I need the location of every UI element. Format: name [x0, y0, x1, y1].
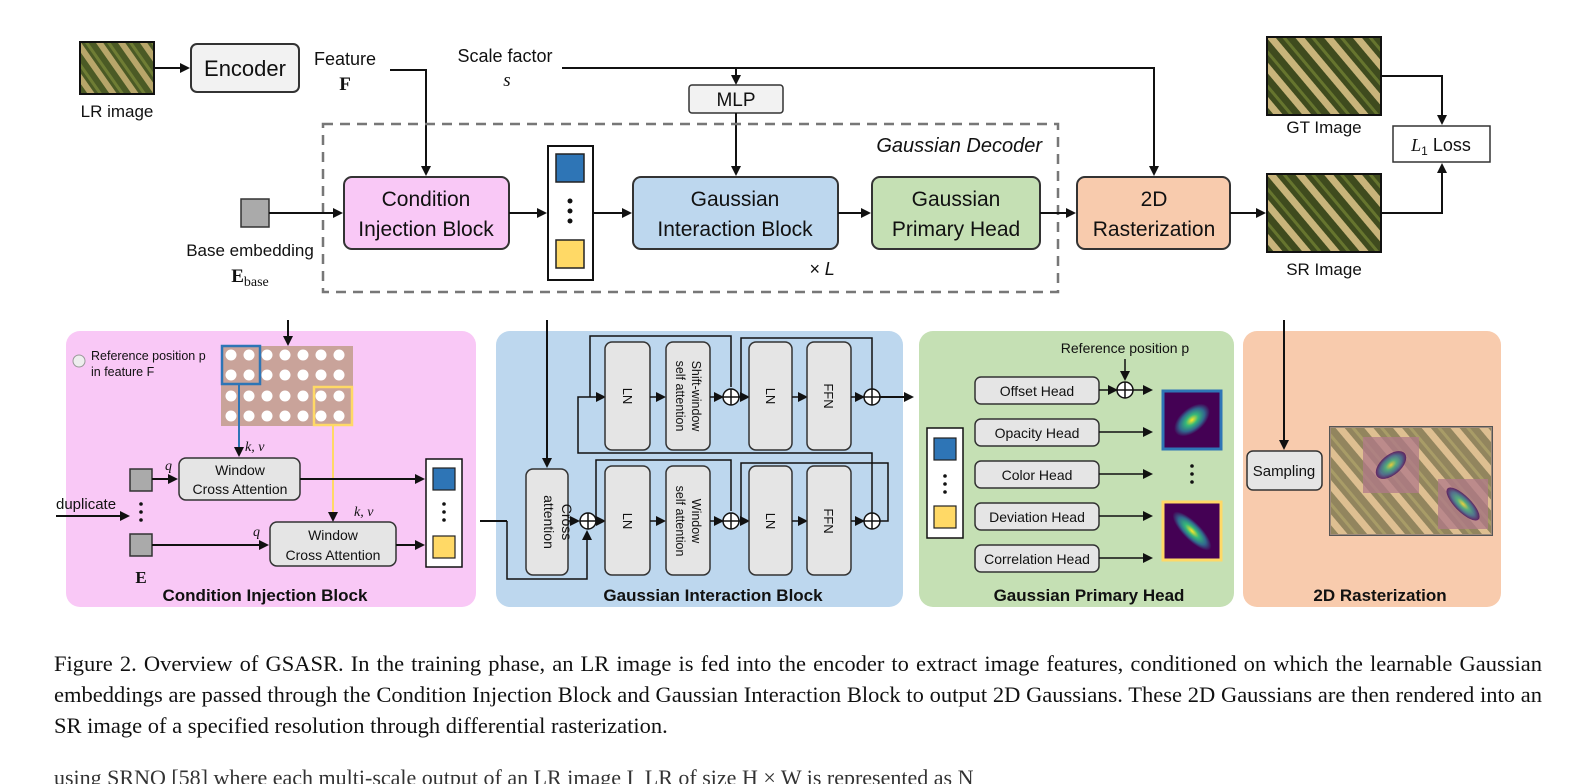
gph-blue-token — [933, 437, 957, 461]
gib-box-line1: Gaussian — [691, 188, 780, 211]
sr-image-label: SR Image — [1286, 260, 1362, 279]
gph-panel-title: Gaussian Primary Head — [994, 586, 1185, 605]
ffn-label-2: FFN — [821, 508, 836, 533]
cib-e-symbol: E — [135, 568, 146, 587]
gph-ref-pos: Reference position p — [1061, 340, 1190, 356]
wca1-line1: Window — [215, 462, 266, 478]
duplicate-label: duplicate — [56, 496, 116, 513]
encoder-box — [190, 43, 300, 93]
ln-label-1: LN — [620, 388, 635, 405]
body-text-fragment: using SRNO [58] where each multi-scale o… — [54, 765, 974, 784]
wca2-line2: Cross Attention — [286, 547, 381, 563]
base-embedding-label: Base embedding — [186, 241, 314, 260]
ffn-box-1 — [806, 341, 852, 451]
cib-ref-pos-line2: in feature F — [91, 365, 155, 379]
lr-image-label: LR image — [81, 102, 154, 121]
ln-box-2 — [748, 341, 793, 451]
feature-grid-dots — [225, 349, 345, 422]
encoder-label: Encoder — [204, 56, 286, 81]
sampling-box — [1246, 450, 1323, 491]
gt-image-label: GT Image — [1286, 118, 1361, 137]
raster-box-line1: 2D — [1141, 188, 1168, 211]
blue-token — [555, 153, 585, 183]
gph-yellow-token — [933, 505, 957, 529]
ln-label-3: LN — [620, 513, 635, 530]
gib-panel-title: Gaussian Interaction Block — [603, 586, 823, 605]
times-l: × L — [809, 259, 835, 279]
gph-box-line2: Primary Head — [892, 218, 1020, 241]
ln-label-2: LN — [763, 388, 778, 405]
figure-caption: Figure 2. Overview of GSASR. In the trai… — [54, 651, 1542, 738]
cib-output-yellow — [432, 535, 456, 559]
wca2-line1: Window — [308, 527, 359, 543]
cib-token-2 — [129, 533, 153, 557]
cross-attention-box — [525, 468, 569, 576]
scale-symbol: s — [503, 70, 510, 91]
feature-label: Feature — [314, 49, 376, 69]
gib-box-line2: Interaction Block — [657, 218, 813, 241]
feature-symbol: F — [339, 74, 351, 95]
ln-box-1 — [604, 341, 651, 451]
gaussian-decoder-frame — [321, 122, 1060, 294]
q-label-2: q — [253, 525, 260, 540]
shift-window-self-attention-box — [665, 341, 711, 451]
cib-box-line1: Condition — [382, 188, 471, 211]
head-label-correlation: Correlation Head — [984, 551, 1090, 567]
cib-panel-title: Condition Injection Block — [163, 586, 368, 605]
head-label-offset: Offset Head — [1000, 383, 1074, 399]
gph-box-line1: Gaussian — [912, 188, 1001, 211]
base-embedding-symbol: Ebase — [231, 266, 269, 290]
q-label-1: q — [165, 459, 172, 474]
cib-box-line2: Injection Block — [358, 218, 494, 241]
cib-token-1 — [129, 468, 153, 492]
head-label-color: Color Head — [1002, 467, 1073, 483]
sampling-label: Sampling — [1253, 463, 1316, 480]
sr-image — [1266, 173, 1382, 253]
yellow-token — [555, 239, 585, 269]
head-label-opacity: Opacity Head — [995, 425, 1080, 441]
cib-ref-pos-line1: Reference position p — [91, 349, 206, 363]
kv-label-2: k, v — [354, 505, 374, 520]
raster-box-line2: Rasterization — [1093, 218, 1216, 241]
lr-image — [79, 41, 155, 95]
head-label-deviation: Deviation Head — [989, 509, 1085, 525]
window-self-attention-label: Windowself attention — [673, 486, 703, 557]
ffn-label-1: FFN — [821, 383, 836, 408]
overview-figure: LR image Encoder Feature F Scale factor … — [56, 36, 1501, 607]
base-embedding-token — [240, 198, 270, 228]
gt-image — [1266, 36, 1382, 116]
cross-attention-label: Crossattention — [541, 495, 575, 549]
ln-label-4: LN — [763, 513, 778, 530]
scale-factor-label: Scale factor — [457, 46, 552, 66]
gaussian-decoder-title: Gaussian Decoder — [876, 135, 1043, 157]
blue-window — [220, 344, 262, 386]
raster-panel-title: 2D Rasterization — [1313, 586, 1446, 605]
cib-output-blue — [432, 467, 456, 491]
wca1-line2: Cross Attention — [193, 481, 288, 497]
kv-label-1: k, v — [245, 440, 265, 455]
l1-loss-box — [1392, 125, 1491, 163]
shift-window-label: Shift-windowself attention — [673, 361, 703, 433]
mlp-label: MLP — [716, 90, 755, 111]
